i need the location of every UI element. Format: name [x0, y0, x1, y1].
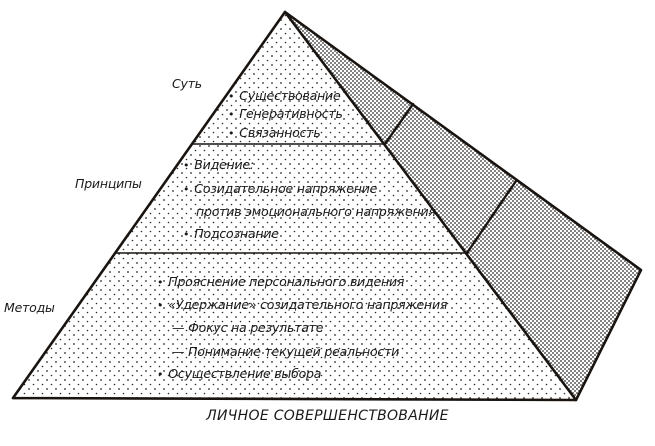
tier-methods-subitem: — Фокус на результате: [172, 320, 324, 335]
tier-methods-item: Осуществление выбора: [157, 366, 321, 382]
tier-principles-item: Подсознание: [183, 226, 279, 242]
tier-methods-item: «Удержание» созидательного напряжения: [157, 297, 447, 313]
pyramid-outline: [11, 10, 643, 402]
diagram-title: ЛИЧНОЕ СОВЕРШЕНСТВОВАНИЕ: [206, 408, 449, 424]
side-divider-2: [465, 179, 518, 255]
tier-label-methods: Методы: [4, 300, 55, 315]
tier-essence-item: Генеративность: [228, 106, 343, 122]
tier-principles-item: Созидательное напряжение: [183, 181, 377, 197]
tier-essence-item: Существование: [228, 88, 340, 104]
tier-label-principles: Принципы: [75, 176, 142, 191]
tier-methods-subitem: — Понимание текущей реальности: [172, 344, 400, 359]
pyramid-side-face: [285, 12, 641, 400]
pyramid-front-right-edge: [283, 10, 578, 402]
tier-principles-item-continuation: против эмоционального напряжения: [196, 204, 436, 219]
tier-label-essence: Суть: [172, 76, 202, 91]
tier-methods-item: Прояснение персонального видения: [157, 274, 404, 290]
tier-essence-item: Связанность: [228, 125, 320, 141]
tier-principles-item: Видение:: [183, 157, 254, 173]
side-divider-1: [383, 102, 415, 146]
